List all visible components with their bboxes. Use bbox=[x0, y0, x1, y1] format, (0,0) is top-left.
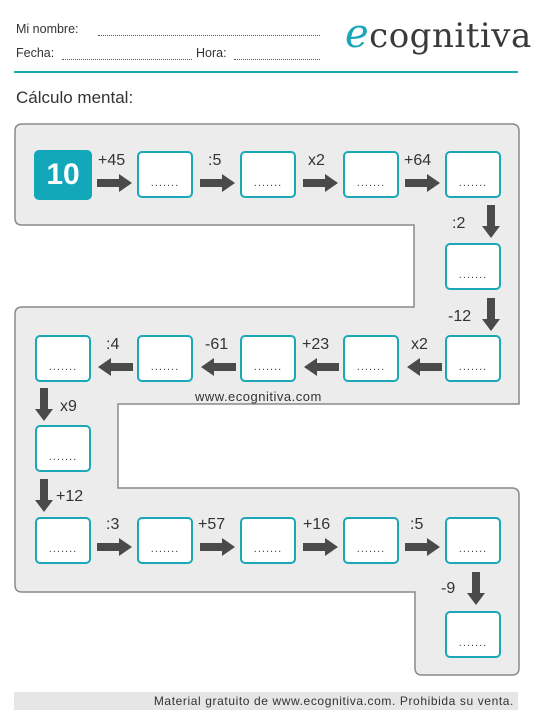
op-label-8: +23 bbox=[302, 336, 330, 353]
answer-box-17[interactable]: ....... bbox=[445, 611, 501, 658]
answer-box-1[interactable]: ....... bbox=[137, 151, 193, 198]
answer-box-2[interactable]: ....... bbox=[240, 151, 296, 198]
watermark-url: www.ecognitiva.com bbox=[195, 389, 322, 404]
op-label-4: +64 bbox=[404, 152, 432, 169]
op-label-15: +16 bbox=[303, 516, 331, 533]
right-arrow-icon bbox=[405, 538, 440, 556]
answer-box-10[interactable]: ....... bbox=[35, 335, 91, 382]
answer-box-9[interactable]: ....... bbox=[137, 335, 193, 382]
right-arrow-icon bbox=[405, 174, 440, 192]
down-arrow-icon bbox=[467, 572, 485, 605]
answer-box-14[interactable]: ....... bbox=[240, 517, 296, 564]
right-arrow-icon bbox=[97, 538, 132, 556]
left-arrow-icon bbox=[407, 358, 442, 376]
right-arrow-icon bbox=[303, 538, 338, 556]
answer-box-5[interactable]: ....... bbox=[445, 243, 501, 290]
op-label-16: :5 bbox=[410, 516, 424, 533]
start-value: 10 bbox=[34, 150, 92, 200]
op-label-3: x2 bbox=[308, 152, 325, 169]
header-rule bbox=[14, 71, 518, 73]
answer-box-13[interactable]: ....... bbox=[137, 517, 193, 564]
down-arrow-icon bbox=[482, 298, 500, 331]
ecognitiva-logo: ecognitiva bbox=[345, 11, 532, 57]
answer-box-3[interactable]: ....... bbox=[343, 151, 399, 198]
op-label-11: x9 bbox=[60, 398, 77, 415]
down-arrow-icon bbox=[35, 388, 53, 421]
op-label-17: -9 bbox=[441, 580, 456, 597]
date-label: Fecha: bbox=[16, 46, 55, 60]
page-title: Cálculo mental: bbox=[16, 88, 134, 107]
op-label-13: :3 bbox=[106, 516, 120, 533]
down-arrow-icon bbox=[482, 205, 500, 238]
left-arrow-icon bbox=[98, 358, 133, 376]
footer-bar bbox=[14, 692, 518, 710]
op-label-2: :5 bbox=[208, 152, 222, 169]
answer-box-11[interactable]: ....... bbox=[35, 425, 91, 472]
op-label-6: -12 bbox=[448, 308, 472, 325]
answer-box-6[interactable]: ....... bbox=[445, 335, 501, 382]
answer-box-8[interactable]: ....... bbox=[240, 335, 296, 382]
answer-box-16[interactable]: ....... bbox=[445, 517, 501, 564]
right-arrow-icon bbox=[200, 174, 235, 192]
name-line[interactable] bbox=[98, 35, 320, 36]
answer-box-12[interactable]: ....... bbox=[35, 517, 91, 564]
op-label-1: +45 bbox=[98, 152, 126, 169]
answer-box-7[interactable]: ....... bbox=[343, 335, 399, 382]
answer-box-4[interactable]: ....... bbox=[445, 151, 501, 198]
left-arrow-icon bbox=[304, 358, 339, 376]
op-label-14: +57 bbox=[198, 516, 226, 533]
down-arrow-icon bbox=[35, 479, 53, 512]
right-arrow-icon bbox=[303, 174, 338, 192]
name-label: Mi nombre: bbox=[16, 22, 79, 36]
right-arrow-icon bbox=[97, 174, 132, 192]
op-label-10: :4 bbox=[106, 336, 120, 353]
op-label-7: x2 bbox=[411, 336, 428, 353]
op-label-5: :2 bbox=[452, 215, 466, 232]
op-label-12: +12 bbox=[56, 488, 84, 505]
time-line[interactable] bbox=[234, 59, 320, 60]
op-label-9: -61 bbox=[205, 336, 229, 353]
right-arrow-icon bbox=[200, 538, 235, 556]
date-line[interactable] bbox=[62, 59, 192, 60]
answer-box-15[interactable]: ....... bbox=[343, 517, 399, 564]
time-label: Hora: bbox=[196, 46, 227, 60]
footer-text: Material gratuito de www.ecognitiva.com.… bbox=[153, 694, 514, 708]
left-arrow-icon bbox=[201, 358, 236, 376]
